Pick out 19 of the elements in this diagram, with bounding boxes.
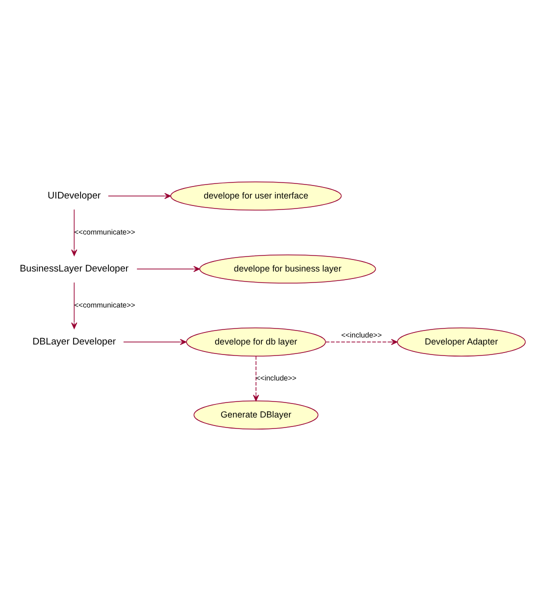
node-ellipse: Generate DBlayer <box>194 400 318 430</box>
edge-label: <<communicate>> <box>74 227 136 236</box>
arrow <box>136 266 200 272</box>
node-text: UIDeveloper <box>48 190 101 202</box>
node-ellipse: develope for db layer <box>186 328 326 356</box>
node-ellipse: develope for user interface <box>170 182 342 210</box>
edge-label: <<communicate>> <box>74 300 136 310</box>
edge-label: <<include>> <box>341 330 382 340</box>
arrow <box>71 282 78 329</box>
node-ellipse: Developer Adapter <box>396 328 526 356</box>
arrow <box>252 356 260 402</box>
arrow <box>71 209 78 256</box>
arrow <box>123 338 187 346</box>
arrow <box>325 338 398 346</box>
node-text: BusinessLayer Developer <box>20 264 129 275</box>
node-text: DBLayer Developer <box>32 336 116 348</box>
node-ellipse: develope for business layer <box>199 254 376 284</box>
arrow <box>108 192 171 200</box>
edge-label: <<include>> <box>256 373 296 382</box>
